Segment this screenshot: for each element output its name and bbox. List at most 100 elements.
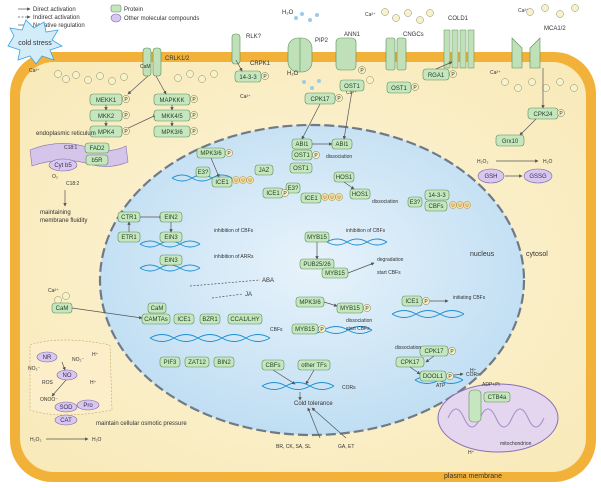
cam-nuc-box: CaM bbox=[51, 302, 73, 314]
cytb5-molecule: Cyt b5 bbox=[48, 158, 78, 172]
svg-text:CBFs: CBFs bbox=[266, 363, 281, 369]
hormones-a: BR, CK, SA, SL bbox=[276, 444, 311, 450]
pro-molecule: Pro bbox=[76, 399, 100, 411]
svg-text:CAMTAs: CAMTAs bbox=[144, 317, 168, 323]
h-mito-top: H⁺ bbox=[470, 368, 477, 374]
legend-indirect: Indirect activation bbox=[33, 15, 80, 21]
svg-text:U: U bbox=[234, 178, 237, 183]
svg-text:P: P bbox=[320, 327, 324, 333]
plasma-membrane-label: plasma membrane bbox=[444, 473, 502, 480]
ost1-mid-box: OST1 bbox=[289, 162, 313, 174]
svg-text:U: U bbox=[465, 203, 468, 208]
no2-label: NO₂⁻ bbox=[72, 357, 84, 363]
svg-text:ABI1: ABI1 bbox=[295, 142, 309, 148]
inh-arrs-left: inhibition of ARRs bbox=[214, 254, 254, 260]
h-label-a: H⁺ bbox=[92, 352, 99, 358]
nucleus-label: nucleus bbox=[470, 251, 495, 258]
c182-label: C18:2 bbox=[66, 181, 80, 187]
myb15-box: MYB15 bbox=[304, 231, 330, 243]
b5r-box: b5R bbox=[85, 154, 109, 166]
crlk-receptor: CRLK1/2 CaM bbox=[140, 47, 190, 77]
crpk1-label: CRPK1 bbox=[250, 61, 271, 67]
svg-text:CCA1/LHY: CCA1/LHY bbox=[230, 317, 259, 323]
jaz-box: JAZ bbox=[254, 164, 274, 176]
svg-text:U: U bbox=[323, 195, 326, 200]
cytosol-label: cytosol bbox=[526, 251, 548, 258]
svg-text:P: P bbox=[192, 97, 196, 103]
start-cbfs-b: start CBFs bbox=[346, 326, 370, 332]
svg-text:MYB15: MYB15 bbox=[307, 235, 327, 241]
inh-cbfs-right: inhibition of CBFs bbox=[346, 228, 386, 234]
mkk45-box: MKK4/5 bbox=[153, 109, 191, 122]
pip2-label: PIP2 bbox=[315, 38, 329, 44]
ann1-channel: ANN1 bbox=[335, 32, 361, 71]
legend-protein-swatch bbox=[110, 4, 122, 13]
ja-label: JA bbox=[245, 292, 252, 298]
ein3-box: EIN3 bbox=[159, 231, 183, 243]
rlk-label: RLK? bbox=[246, 34, 262, 40]
legend-compound-swatch bbox=[110, 13, 122, 23]
legend-direct: Direct activation bbox=[33, 7, 76, 13]
fad2-box: FAD2 bbox=[84, 142, 110, 154]
svg-text:JAZ: JAZ bbox=[259, 168, 270, 174]
svg-text:OST1: OST1 bbox=[391, 86, 407, 92]
svg-text:PUB25/26: PUB25/26 bbox=[303, 262, 331, 268]
svg-text:MYB15: MYB15 bbox=[295, 327, 315, 333]
svg-text:P: P bbox=[450, 349, 454, 355]
ca-camta: Ca²⁺ bbox=[48, 288, 59, 294]
cpk17b-box: CPK17 bbox=[395, 356, 425, 368]
abi1-box: ABI1 bbox=[291, 138, 313, 150]
h2o-right: H₂O bbox=[543, 159, 553, 165]
svg-text:CAT: CAT bbox=[60, 418, 72, 424]
svg-text:P: P bbox=[124, 129, 128, 135]
pif3-box: PIF3 bbox=[159, 356, 181, 368]
svg-text:CPK17: CPK17 bbox=[424, 349, 444, 355]
svg-text:P: P bbox=[124, 97, 128, 103]
svg-text:b5R: b5R bbox=[91, 158, 103, 164]
svg-text:E3?: E3? bbox=[410, 200, 421, 206]
svg-text:14-3-3: 14-3-3 bbox=[239, 75, 257, 81]
ctb4a-box: CTB4a bbox=[483, 391, 511, 403]
atp-label: ATP bbox=[436, 383, 446, 389]
svg-text:MKK2: MKK2 bbox=[98, 114, 115, 120]
svg-text:MPK3/6: MPK3/6 bbox=[299, 300, 321, 306]
pub-box: PUB25/26 bbox=[299, 258, 335, 270]
aba-label: ABA bbox=[262, 278, 274, 284]
cold-stress-burst: cold stress bbox=[7, 19, 63, 65]
phospho-markers: P P P P P P P P P P P P P P P P P P P P bbox=[122, 66, 565, 380]
svg-text:BIN2: BIN2 bbox=[217, 360, 231, 366]
svg-text:ICE1: ICE1 bbox=[405, 299, 419, 305]
t1433-box: 14-3-3 bbox=[234, 70, 262, 83]
svg-text:MAPKKK: MAPKKK bbox=[159, 98, 184, 104]
mpk36-nuc-box: MPK3/6 bbox=[196, 147, 226, 159]
start-cbfs-a: start CBFs bbox=[377, 270, 401, 276]
rlk-receptor: RLK? CRPK1 bbox=[231, 33, 271, 67]
svg-text:BZR1: BZR1 bbox=[202, 317, 218, 323]
cold1-channel: COLD1 bbox=[443, 16, 475, 69]
legend: Direct activation Indirect activation Ne… bbox=[18, 4, 199, 29]
ca-right: Ca²⁺ bbox=[490, 70, 501, 76]
cors-right-label: CORs bbox=[466, 372, 480, 378]
h2o2-bottom: H₂O₂ bbox=[30, 437, 41, 443]
hos1-box: HOS1 bbox=[333, 171, 355, 183]
svg-text:Pro: Pro bbox=[83, 403, 93, 409]
svg-text:GSH: GSH bbox=[484, 174, 497, 180]
etr1-box: ETR1 bbox=[117, 231, 141, 243]
h2o-bottom: H₂O bbox=[92, 437, 102, 443]
ost1-box: OST1 bbox=[291, 149, 313, 161]
cold1-label: COLD1 bbox=[448, 16, 469, 22]
mpk36-mid-box: MPK3/6 bbox=[295, 296, 325, 308]
svg-text:P: P bbox=[559, 111, 563, 117]
cca1-box: CCA1/LHY bbox=[227, 313, 263, 325]
o2-label: O₂ bbox=[52, 174, 58, 180]
cbfs-row-label: CBFs bbox=[270, 327, 283, 333]
svg-text:PIF3: PIF3 bbox=[164, 360, 177, 366]
svg-text:other TFs: other TFs bbox=[301, 363, 327, 369]
inh-cbfs-left: inhibition of CBFs bbox=[214, 228, 254, 234]
e3-box-a: E3? bbox=[195, 166, 211, 178]
fluidity-line2: membrane fluidity bbox=[40, 218, 87, 224]
svg-text:14-3-3: 14-3-3 bbox=[428, 193, 446, 199]
svg-text:MPK3/6: MPK3/6 bbox=[161, 130, 183, 136]
svg-text:U: U bbox=[458, 203, 461, 208]
